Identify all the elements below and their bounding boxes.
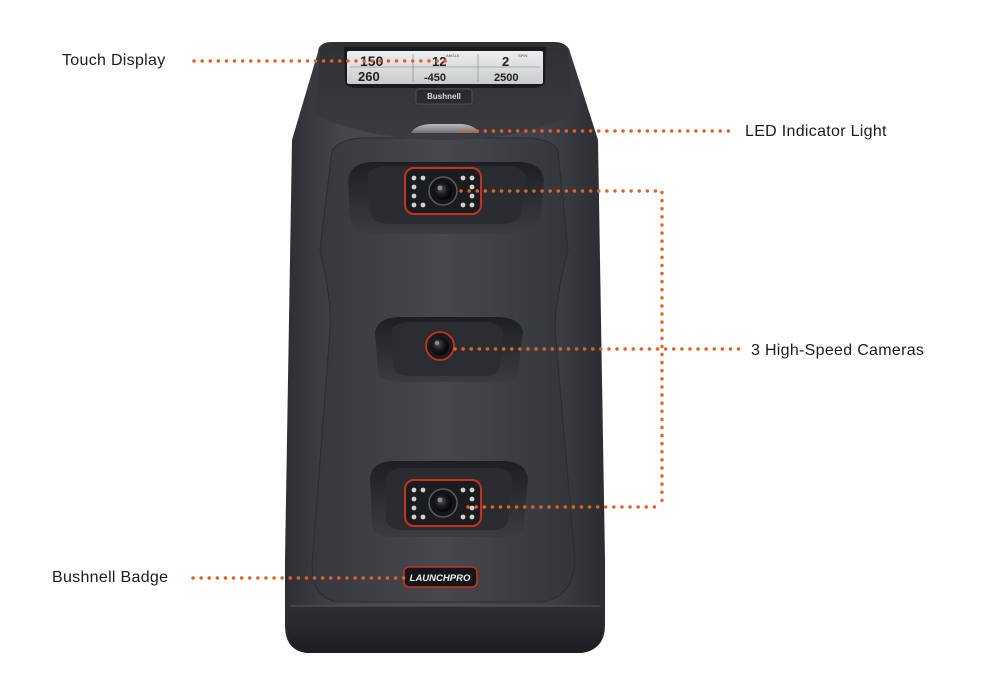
leader-lines [191,59,742,580]
badge-label: Bushnell Badge [52,569,169,586]
camera-middle [375,317,523,382]
screen-value-2: 12 [432,54,446,69]
screen-label-1: ANGLE [446,53,460,58]
screen-value-6: 2500 [494,72,518,84]
led-indicator-label: LED Indicator Light [745,123,887,140]
touch-display-label: Touch Display [62,52,166,69]
touch-display: 150 12 2 260 -450 2500 ANGLE SPIN [344,47,546,88]
leader-camera-top [459,189,664,509]
screen-label-2: SPIN [518,53,527,58]
brand-plate-text: Bushnell [427,92,461,101]
badge-text: LAUNCHPRO [410,573,471,584]
cameras-label: 3 High-Speed Cameras [751,342,925,359]
screen-value-3: 2 [502,54,509,69]
screen-value-4: 260 [358,69,380,84]
camera-bottom [370,461,528,537]
camera-top [348,162,544,234]
screen-value-5: -450 [424,72,446,84]
bushnell-badge: LAUNCHPRO [403,566,478,588]
device-base [287,606,603,653]
brand-plate: Bushnell [415,88,473,105]
